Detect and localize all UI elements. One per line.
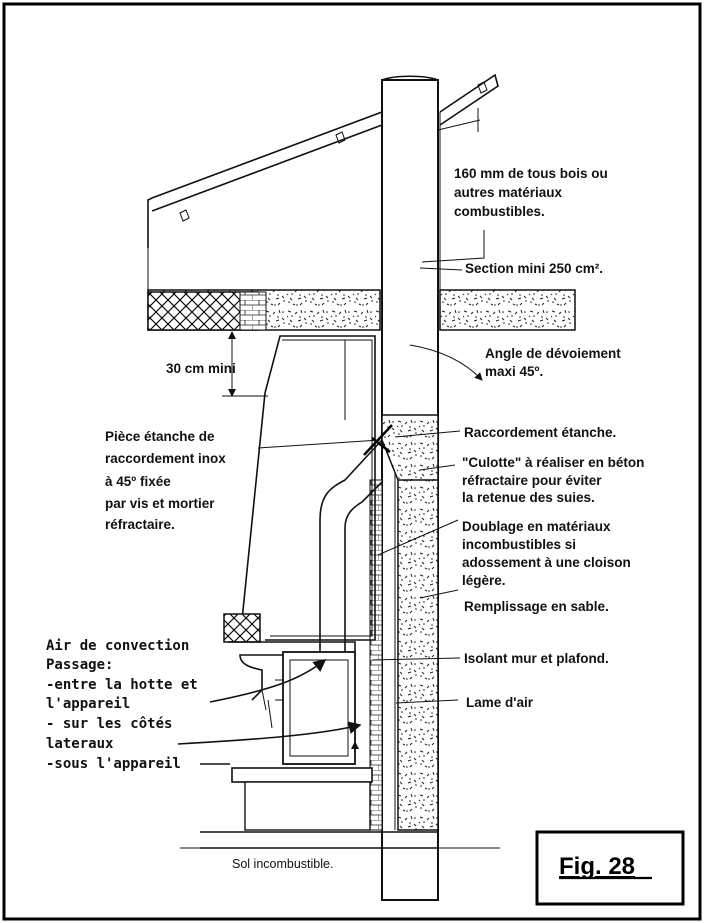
wall-sand-fill bbox=[369, 439, 439, 831]
label-air-2: Passage: bbox=[46, 657, 113, 673]
label-piece-1: Pièce étanche de bbox=[105, 429, 215, 444]
roof-structure bbox=[147, 73, 499, 290]
ceiling-slab bbox=[147, 289, 576, 331]
figure-number-box: Fig. 28 bbox=[535, 830, 685, 906]
label-air-1: Air de convection bbox=[46, 638, 189, 654]
label-clearance-2: autres matériaux bbox=[454, 185, 563, 200]
label-air-4: l'appareil bbox=[46, 696, 130, 712]
air-convection-arrows bbox=[177, 659, 362, 765]
label-doublage-4: légère. bbox=[462, 573, 506, 588]
label-air-3: -entre la hotte et bbox=[46, 677, 198, 693]
label-piece-2: raccordement inox bbox=[105, 451, 226, 466]
label-clearance-3: combustibles. bbox=[454, 204, 545, 219]
dimension-30cm bbox=[222, 331, 268, 397]
label-sol: Sol incombustible. bbox=[232, 857, 333, 871]
stove-appliance bbox=[275, 651, 356, 765]
label-doublage-2: incombustibles si bbox=[462, 537, 576, 552]
label-30cm: 30 cm mini bbox=[166, 361, 236, 376]
angle-arc bbox=[409, 344, 483, 381]
label-lame-air: Lame d'air bbox=[466, 695, 534, 710]
label-raccordement: Raccordement étanche. bbox=[464, 425, 616, 440]
label-culotte-1: "Culotte" à réaliser en béton bbox=[462, 455, 644, 470]
fireplace-hood bbox=[239, 335, 376, 641]
label-air-7: -sous l'appareil bbox=[46, 756, 181, 772]
label-angle-1: Angle de dévoiement bbox=[485, 346, 621, 361]
leader-lines bbox=[257, 230, 485, 704]
label-culotte-2: réfractaire pour éviter bbox=[462, 473, 602, 488]
clearance-dimension bbox=[437, 108, 481, 140]
label-clearance-1: 160 mm de tous bois ou bbox=[454, 166, 608, 181]
hearth-floor bbox=[180, 767, 500, 849]
label-isolant: Isolant mur et plafond. bbox=[464, 651, 609, 666]
label-piece-5: réfractaire. bbox=[105, 517, 175, 532]
label-piece-3: à 45º fixée bbox=[105, 474, 171, 489]
label-doublage-3: adossement à une cloison bbox=[462, 555, 631, 570]
label-doublage-1: Doublage en matériaux bbox=[462, 519, 611, 534]
label-remplissage: Remplissage en sable. bbox=[464, 599, 609, 614]
label-air-6: lateraux bbox=[46, 736, 114, 752]
label-angle-2: maxi 45º. bbox=[485, 364, 543, 379]
label-piece-4: par vis et mortier bbox=[105, 496, 215, 511]
figure-number: Fig. 28 bbox=[559, 853, 635, 880]
label-air-5: - sur les côtés bbox=[46, 716, 172, 732]
label-culotte-3: la retenue des suies. bbox=[462, 490, 595, 505]
label-section-min: Section mini 250 cm². bbox=[465, 261, 603, 276]
